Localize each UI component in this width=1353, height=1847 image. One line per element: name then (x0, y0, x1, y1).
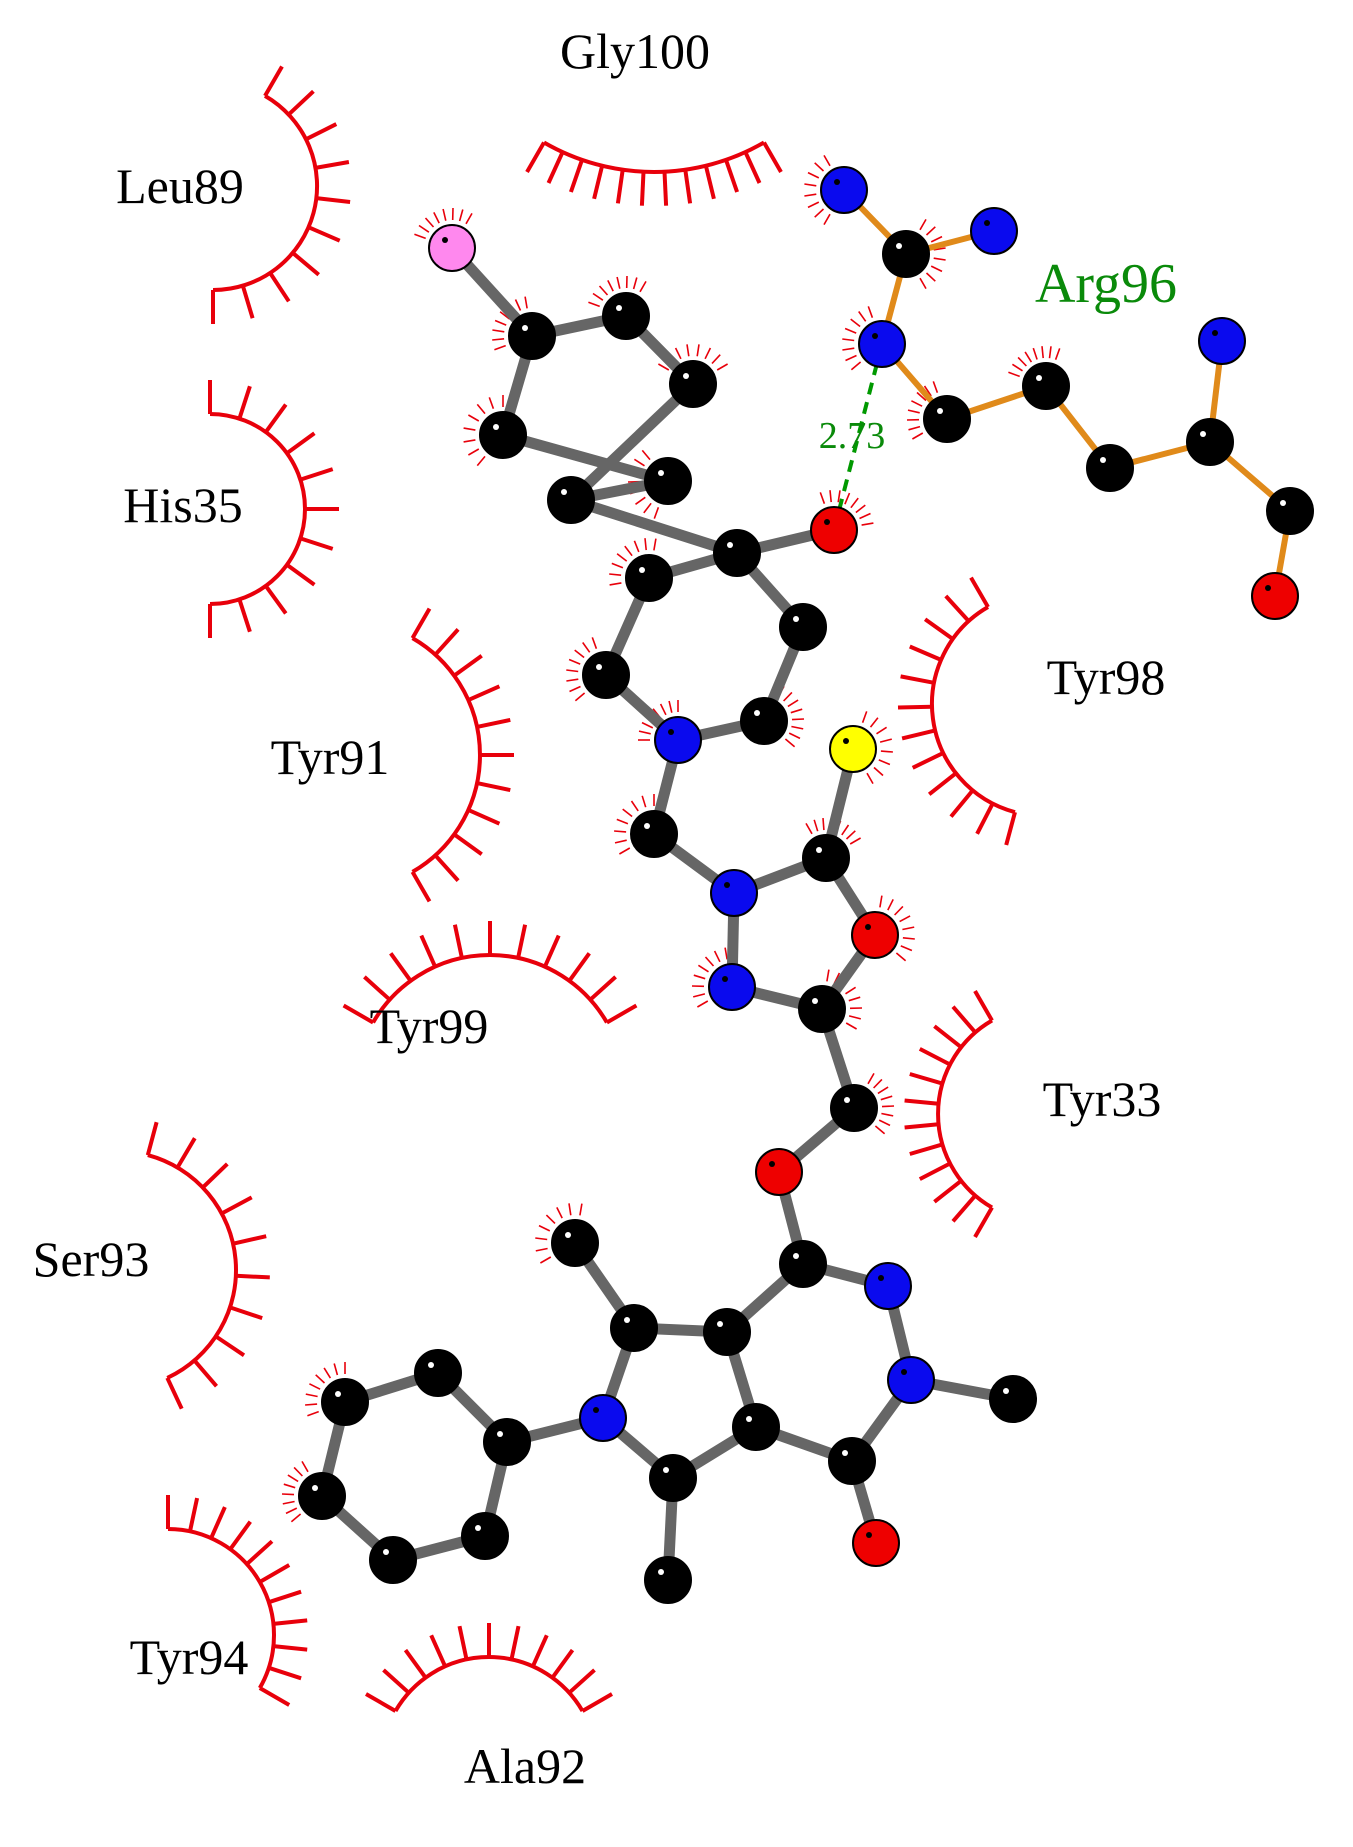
atom-oxygen-O2 (852, 912, 898, 958)
atom-carbon-A6 (480, 412, 526, 458)
atom-carbon-P5 (780, 604, 826, 650)
atom-nitrogen-R2 (971, 208, 1017, 254)
atom-nitrogen-N3 (709, 964, 755, 1010)
residue-label-his35: His35 (123, 477, 242, 533)
atom-nitrogen-N5 (888, 1357, 934, 1403)
atom-nitrogen-N2 (711, 870, 757, 916)
atom-carbon-Q6 (650, 1455, 696, 1501)
atom-oxygen-O1 (811, 507, 857, 553)
atom-carbon-R10 (1267, 488, 1313, 534)
atom-oxygen-O3 (756, 1149, 802, 1195)
hydrophobic-arc-ala92 (366, 1623, 612, 1711)
ligand-bond-A4-A6 (503, 435, 668, 481)
atom-carbon-T1 (803, 835, 849, 881)
residue-label-tyr91: Tyr91 (271, 729, 390, 785)
hydrophobic-arc-tyr91 (413, 609, 515, 902)
hbond-distance-label: 2.73 (819, 415, 886, 457)
residue-label-leu89: Leu89 (116, 158, 244, 214)
atom-carbon-Me1 (990, 1376, 1036, 1422)
atom-carbon-R3 (883, 231, 929, 277)
atom-nitrogen-N1 (655, 717, 701, 763)
residue-label-tyr99: Tyr99 (370, 998, 489, 1054)
residue-label-gly100: Gly100 (560, 23, 710, 79)
atom-carbon-Q4 (704, 1309, 750, 1355)
atom-carbon-Z2 (415, 1350, 461, 1396)
atom-carbon-Q3 (733, 1404, 779, 1450)
atom-carbon-Z1 (484, 1419, 530, 1465)
atom-nitrogen-R1 (821, 167, 867, 213)
atom-oxygen-R11 (1252, 573, 1298, 619)
atom-carbon-A2 (603, 293, 649, 339)
atom-oxygen-O4 (853, 1520, 899, 1566)
residue-label-arg96: Arg96 (1035, 253, 1177, 315)
residue-label-tyr98: Tyr98 (1047, 649, 1166, 705)
hydrophobic-arc-tyr33 (905, 991, 992, 1237)
atom-carbon-Z3 (322, 1379, 368, 1425)
atom-carbon-R7 (1087, 445, 1133, 491)
atom-carbon-A4 (645, 458, 691, 504)
atom-carbon-Q2 (829, 1438, 875, 1484)
covalent-bonds (322, 190, 1290, 1580)
atom-carbon-R6 (1023, 363, 1069, 409)
atom-carbon-Me2 (552, 1220, 598, 1266)
atom-nitrogen-R9 (1199, 318, 1245, 364)
atom-halogen-F1 (429, 225, 475, 271)
atom-sulfur-S1 (830, 726, 876, 772)
atom-carbon-A1 (509, 313, 555, 359)
atom-carbon-Me3 (645, 1557, 691, 1603)
atom-carbon-R5 (924, 396, 970, 442)
hydrophobic-contacts (148, 67, 1015, 1712)
atom-carbon-T2 (799, 986, 845, 1032)
atom-nitrogen-R4 (859, 321, 905, 367)
atom-carbon-Q5 (611, 1305, 657, 1351)
residue-labels: Gly100 Leu89 His35 Tyr91 Tyr99 Ser93 Tyr… (33, 23, 1177, 1794)
atom-carbon-A5 (548, 477, 594, 523)
atom-carbon-P1 (714, 530, 760, 576)
atom-nitrogen-N4 (865, 1263, 911, 1309)
atom-carbon-R8 (1187, 419, 1233, 465)
atoms (299, 167, 1313, 1603)
atom-carbon-P3 (583, 652, 629, 698)
hydrophobic-arc-ser93 (148, 1122, 270, 1409)
hydrophobic-arc-tyr98 (898, 578, 1015, 845)
atom-carbon-C1 (631, 811, 677, 857)
residue-label-tyr94: Tyr94 (130, 1629, 249, 1685)
atom-carbon-P4 (741, 698, 787, 744)
atom-carbon-C2 (831, 1085, 877, 1131)
hydrophobic-arc-gly100 (527, 143, 781, 206)
atom-carbon-Z6 (462, 1513, 508, 1559)
residue-label-tyr33: Tyr33 (1043, 1071, 1162, 1127)
residue-label-ala92: Ala92 (464, 1738, 586, 1794)
atom-carbon-Z5 (370, 1537, 416, 1583)
atom-carbon-Q1 (780, 1241, 826, 1287)
atom-carbon-P2 (626, 555, 672, 601)
residue-label-ser93: Ser93 (33, 1231, 150, 1287)
atom-nitrogen-N6 (580, 1395, 626, 1441)
atom-carbon-A3 (670, 361, 716, 407)
atom-carbon-Z4 (299, 1473, 345, 1519)
